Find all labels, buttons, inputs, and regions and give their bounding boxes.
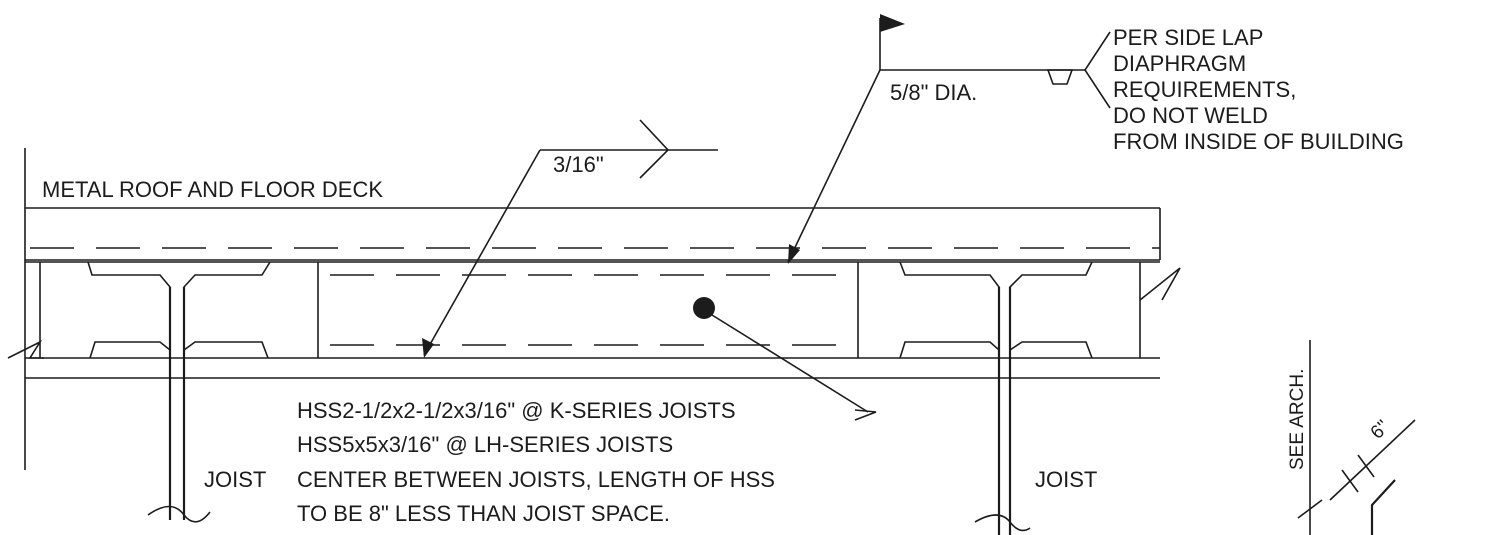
joist-right-label: JOIST	[1035, 467, 1097, 492]
dim-line-diagonal	[1329, 419, 1416, 501]
weld-fillet-size: 3/16"	[553, 152, 604, 177]
see-arch-label: SEE ARCH.	[1287, 369, 1308, 470]
dim-tick-2	[1341, 469, 1359, 493]
edge-angle-line	[1370, 479, 1396, 535]
fillet-weld-symbol	[639, 119, 670, 179]
right-joist-break	[974, 514, 1031, 532]
left-joist-shape	[87, 261, 271, 359]
note-line-4: DO NOT WELD	[1113, 103, 1268, 128]
fillet-weld-arrowhead	[422, 338, 434, 358]
dim-tick-1	[1297, 499, 1323, 519]
plug-weld-arrow-line	[787, 69, 881, 263]
dim-tick-3	[1357, 454, 1375, 478]
hss-leader-line	[711, 314, 869, 413]
note-line-5: FROM INSIDE OF BUILDING	[1113, 129, 1404, 154]
note-line-1: PER SIDE LAP	[1113, 25, 1263, 50]
hss-line-1: HSS2-1/2x2-1/2x3/16" @ K-SERIES JOISTS	[297, 398, 736, 423]
left-break-mark	[7, 340, 44, 359]
left-joist-break	[147, 505, 211, 523]
flag-icon	[880, 14, 905, 32]
right-break-mark	[1139, 267, 1181, 301]
dimension-6-label: 6"	[1367, 416, 1394, 443]
right-joist-shape	[899, 261, 1093, 359]
plug-weld-symbol	[1046, 69, 1074, 85]
note-line-2: DIAPHRAGM	[1113, 51, 1246, 76]
weld-plug-size: 5/8" DIA.	[890, 80, 977, 105]
plug-weld-arrowhead	[788, 244, 800, 264]
hss-line-4: TO BE 8" LESS THAN JOIST SPACE.	[297, 501, 670, 526]
hss-leader-tail	[854, 409, 877, 421]
joist-left-label: JOIST	[204, 467, 266, 492]
hss-line-2: HSS5x5x3/16" @ LH-SERIES JOISTS	[297, 432, 673, 457]
note-line-3: REQUIREMENTS,	[1113, 77, 1296, 102]
fillet-weld-arrow-line	[423, 149, 541, 356]
hss-line-3: CENTER BETWEEN JOISTS, LENGTH OF HSS	[297, 467, 775, 492]
hss-center-dot	[693, 297, 715, 319]
deck-label: METAL ROOF AND FLOOR DECK	[42, 177, 383, 202]
note-bracket	[1084, 31, 1111, 109]
